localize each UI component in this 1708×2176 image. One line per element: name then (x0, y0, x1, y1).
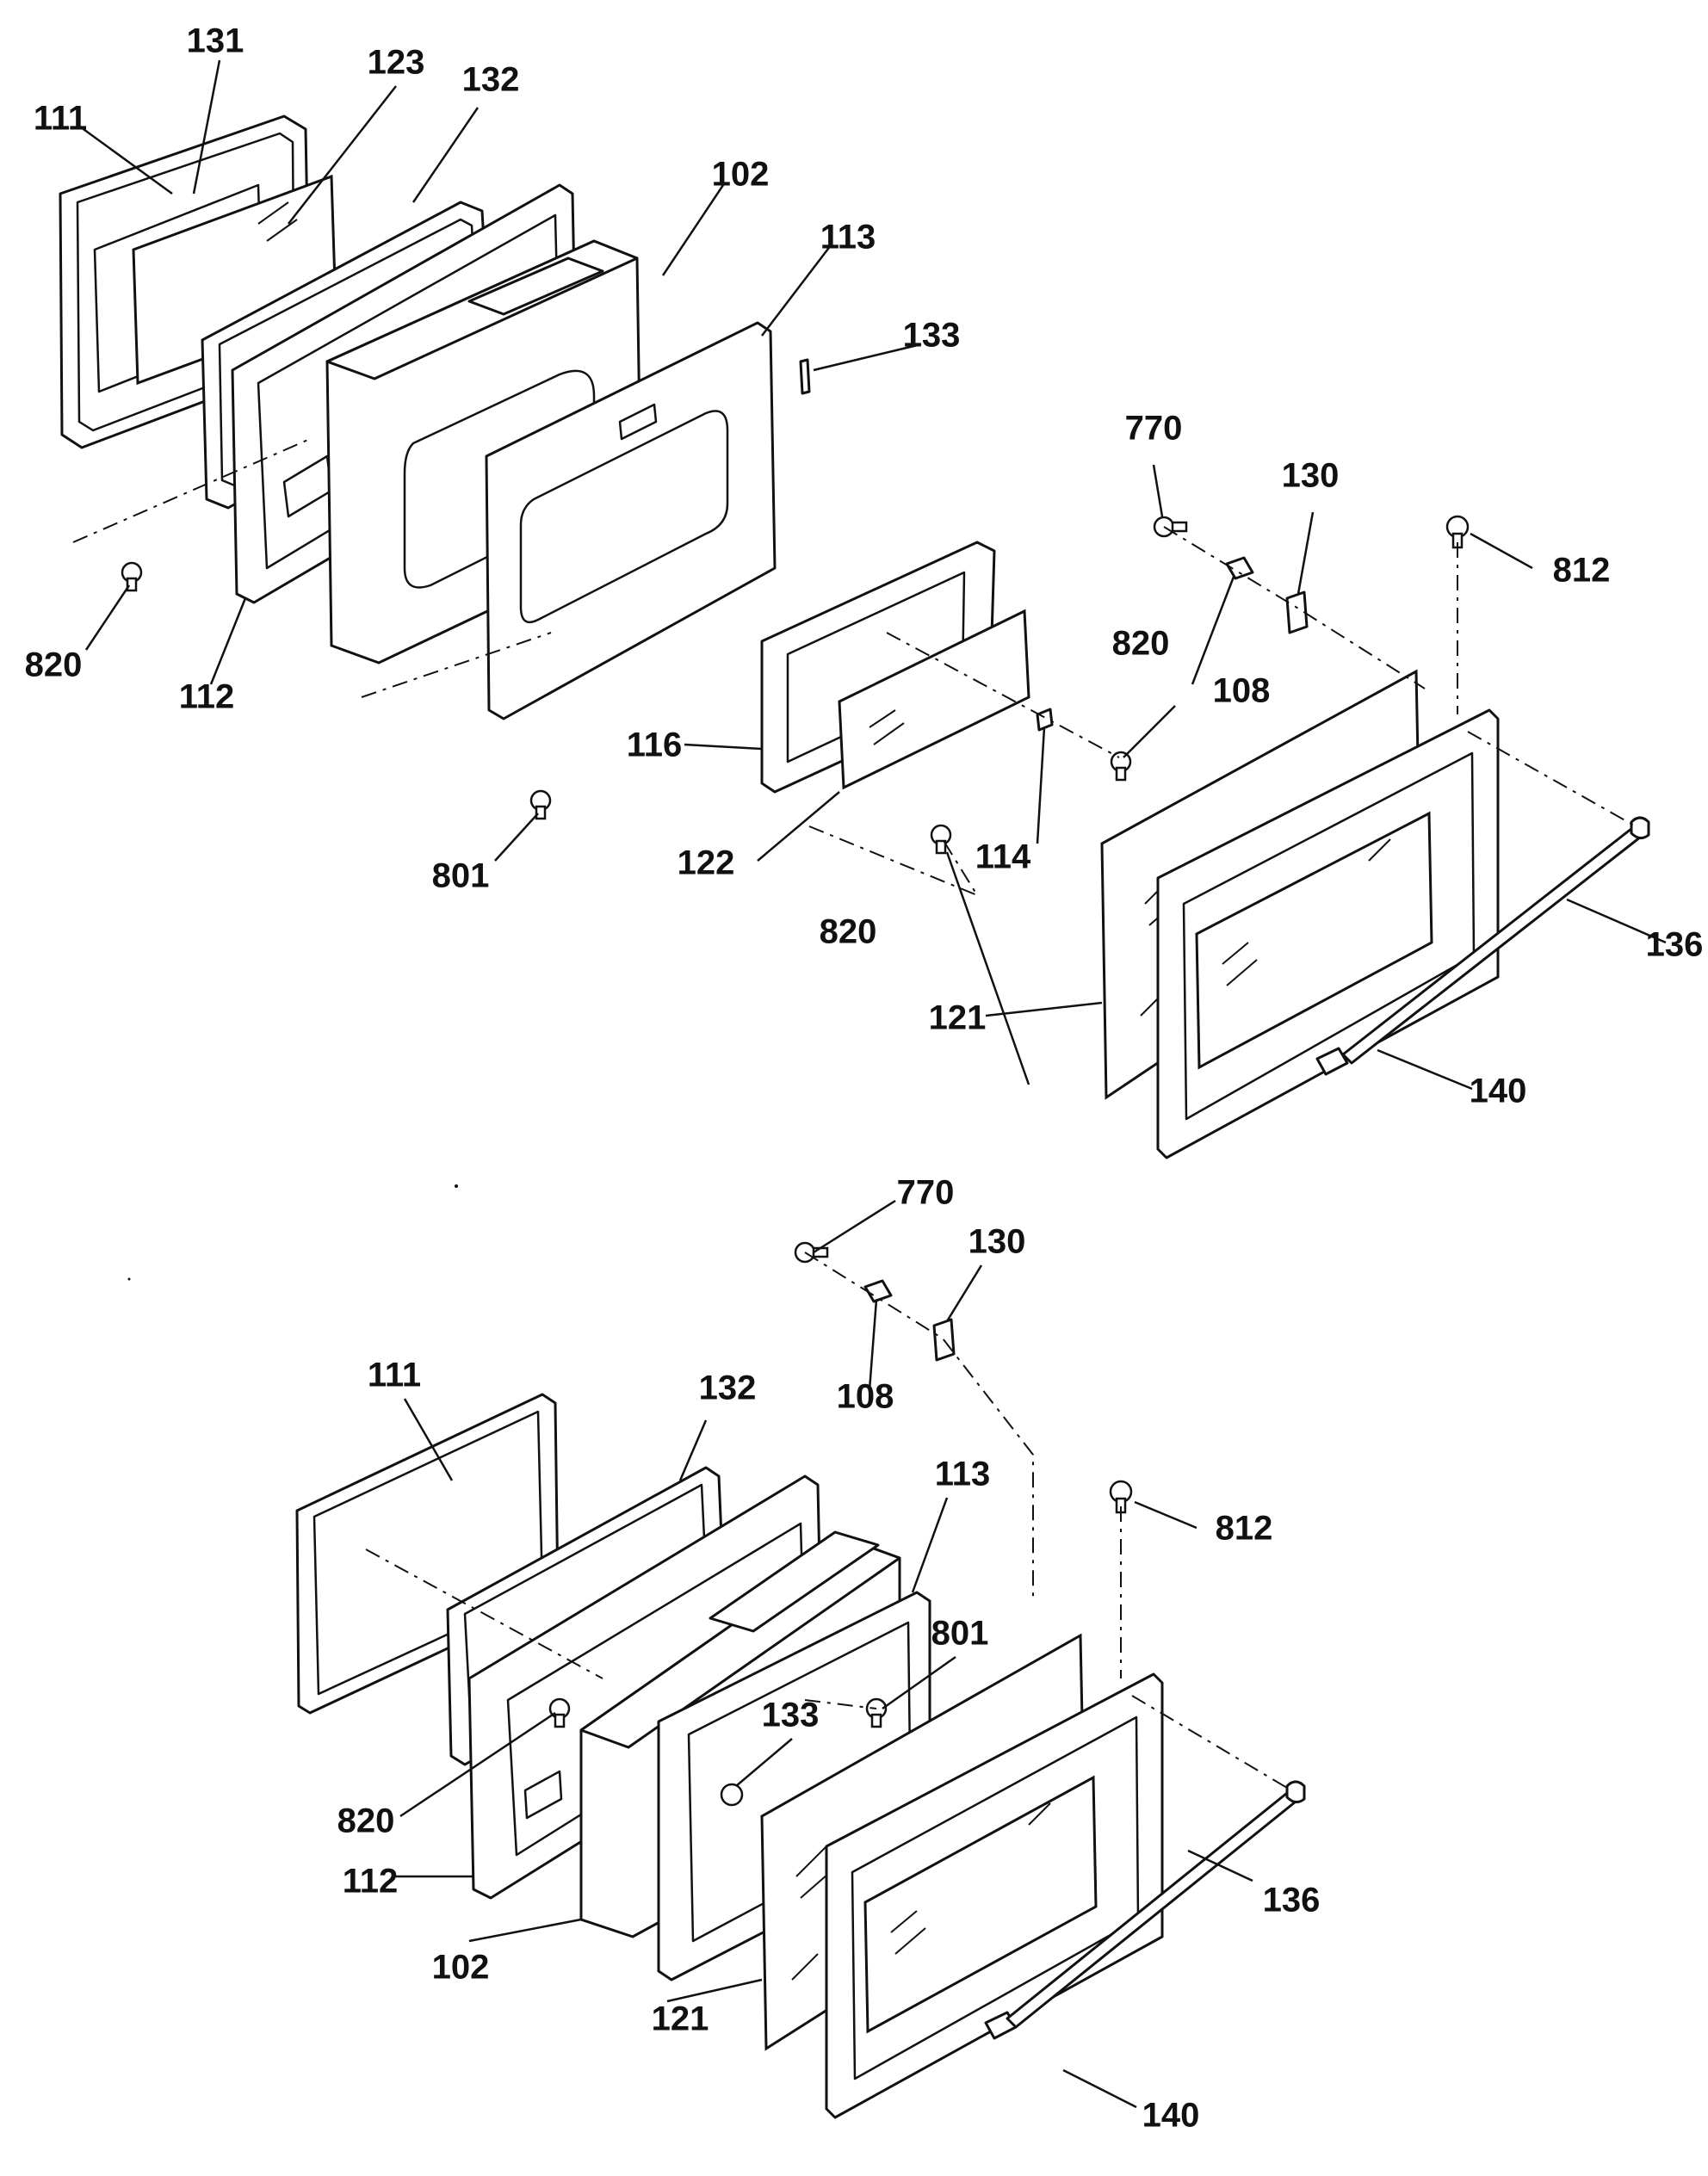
lower-callout-136: 136 (1263, 1882, 1321, 1919)
lower-callout-130: 130 (968, 1223, 1026, 1261)
lower-callout-121: 121 (652, 2000, 709, 2038)
upper-callout-113: 113 (820, 219, 876, 257)
upper-callout-812: 812 (1553, 552, 1611, 590)
lower-callout-111: 111 (368, 1357, 421, 1394)
upper-window-glass-122 (838, 609, 1030, 790)
lower-handle-136 (1006, 1780, 1306, 2029)
speck (127, 1277, 131, 1281)
upper-callout-140: 140 (1470, 1073, 1527, 1110)
upper-callout-820-left: 820 (25, 646, 83, 684)
upper-inner-panel-113 (485, 321, 777, 720)
lower-callout-770: 770 (897, 1174, 955, 1212)
upper-callout-820-mid: 820 (1112, 625, 1170, 663)
upper-callout-133: 133 (903, 317, 961, 355)
lower-screw-801 (865, 1697, 888, 1728)
upper-screw-812 (1445, 515, 1470, 549)
upper-screw-770 (1153, 516, 1188, 538)
lower-screw-812 (1109, 1480, 1133, 1514)
lower-callout-140: 140 (1142, 2097, 1200, 2135)
upper-clip-133 (799, 358, 811, 395)
lower-callout-133: 133 (762, 1697, 820, 1734)
lower-assembly (295, 1199, 1306, 2119)
lower-callout-801: 801 (931, 1615, 989, 1653)
upper-bracket-130 (1285, 590, 1309, 634)
upper-callout-132: 132 (462, 61, 520, 99)
upper-assembly (59, 59, 1667, 1159)
lower-spacer-108 (863, 1279, 893, 1303)
upper-screw-820-lower (930, 824, 952, 855)
lower-callout-812: 812 (1216, 1510, 1273, 1548)
lower-callout-132: 132 (699, 1369, 757, 1407)
upper-screw-801 (529, 789, 552, 820)
upper-callout-820-lower: 820 (820, 913, 877, 951)
upper-spacer-108 (1225, 556, 1254, 580)
upper-retainer-114 (1036, 708, 1054, 732)
lower-screw-770 (794, 1241, 829, 1264)
upper-screw-820-left (121, 561, 143, 592)
upper-callout-112: 112 (179, 678, 235, 716)
lower-outer-door-140 (825, 1672, 1164, 2119)
upper-callout-114: 114 (975, 838, 1031, 876)
speck (455, 1184, 458, 1188)
upper-callout-102: 102 (712, 156, 770, 194)
upper-callout-122: 122 (678, 844, 735, 882)
upper-screw-820-mid (1110, 751, 1132, 782)
upper-callout-116: 116 (627, 726, 683, 764)
lower-callout-112: 112 (343, 1863, 399, 1901)
upper-callout-770: 770 (1125, 410, 1183, 448)
upper-callout-801: 801 (432, 857, 490, 895)
upper-callout-131: 131 (187, 22, 244, 60)
lower-callout-102: 102 (432, 1949, 490, 1987)
upper-callout-123: 123 (368, 44, 425, 82)
upper-callout-121: 121 (929, 999, 987, 1037)
lower-callout-108: 108 (837, 1378, 894, 1416)
lower-callout-820: 820 (337, 1802, 395, 1840)
upper-callout-130: 130 (1282, 457, 1340, 495)
upper-callout-108: 108 (1213, 672, 1271, 710)
lower-clip-133 (720, 1783, 744, 1807)
upper-callout-111: 111 (34, 100, 87, 138)
lower-callout-113: 113 (935, 1456, 991, 1493)
upper-handle-136 (1341, 816, 1650, 1065)
upper-callout-136: 136 (1646, 926, 1704, 964)
